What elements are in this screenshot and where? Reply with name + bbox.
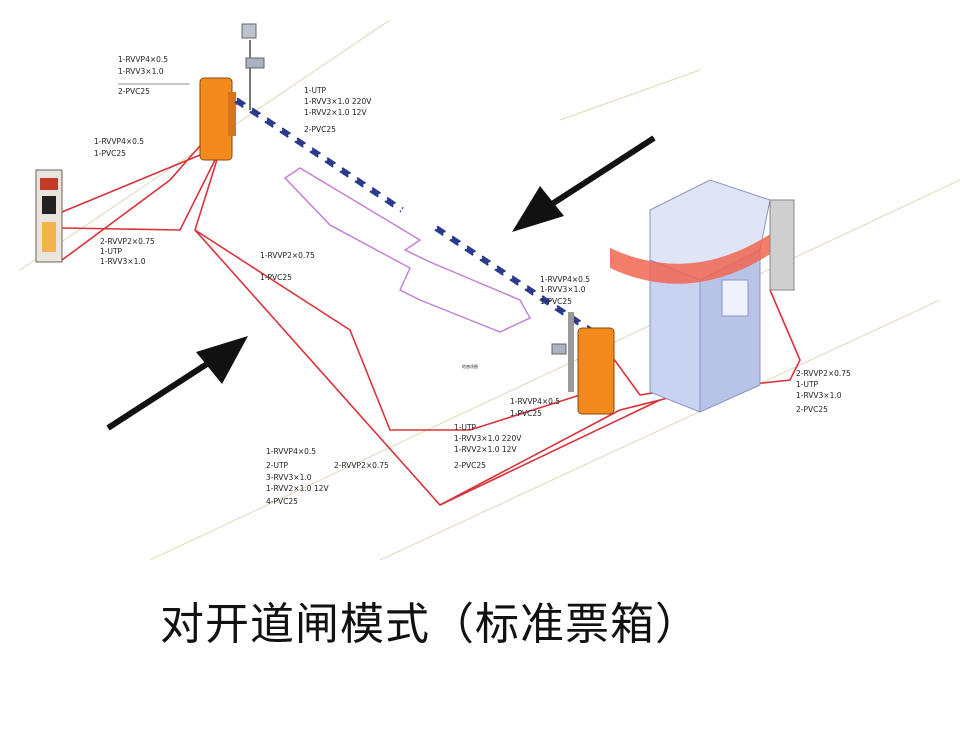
label-top-left-3: 2-PVC25 [118,87,150,96]
ticket-box-left [35,169,63,263]
label-lower-center2-2: 1-RVV3×1.0 220V [454,434,522,443]
label-bottom-right-1: 2-RVVP2×0.75 [334,461,389,470]
label-center-1: 1-RVVP2×0.75 [260,251,315,260]
label-right-3: 1-RVV3×1.0 [796,391,842,400]
diagram-caption: 对开道闸模式（标准票箱） [160,599,700,650]
barrier-gate-top [199,23,404,213]
label-right-2: 1-UTP [796,380,819,389]
barrier-gate-lower [434,225,615,415]
cable-labels: 1-RVVP4×0.5 1-RVV3×1.0 2-PVC25 1-RVVP4×0… [94,55,851,506]
label-mid-left-2: 1-PVC25 [94,149,126,158]
label-top-center-4: 2-PVC25 [304,125,336,134]
label-top-center-3: 1-RVV2×1.0 12V [304,108,367,117]
label-right-mid-3: 1-PVC25 [540,297,572,306]
label-right-mid-1: 1-RVVP4×0.5 [540,275,590,284]
guard-booth [610,179,795,413]
label-top-left-2: 1-RVV3×1.0 [118,67,164,76]
label-left-bottom-1: 2-RVVP2×0.75 [100,237,155,246]
label-top-center-1: 1-UTP [304,86,327,95]
label-top-center-2: 1-RVV3×1.0 220V [304,97,372,106]
direction-arrows [106,135,656,431]
arrow-entry-icon [106,359,212,431]
vehicle-detector-loop [283,167,531,333]
label-lower-center2-1: 1-UTP [454,423,477,432]
label-lower-center2-3: 1-RVV2×1.0 12V [454,445,517,454]
label-mid-left-1: 1-RVVP4×0.5 [94,137,144,146]
label-bottom-1: 1-RVVP4×0.5 [266,447,316,456]
label-bottom-2: 2-UTP [266,461,289,470]
label-center-2: 1-PVC25 [260,273,292,282]
label-top-left-1: 1-RVVP4×0.5 [118,55,168,64]
label-right-mid-2: 1-RVV3×1.0 [540,285,586,294]
label-camera-note: 地感线圈 [462,363,478,369]
label-left-bottom-2: 1-UTP [100,247,123,256]
label-right-1: 2-RVVP2×0.75 [796,369,851,378]
label-lower-center-2: 1-PVC25 [510,409,542,418]
label-lower-center-1: 1-RVVP4×0.5 [510,397,560,406]
label-right-4: 2-PVC25 [796,405,828,414]
label-bottom-4: 1-RVV2×1.0 12V [266,484,329,493]
label-bottom-5: 4-PVC25 [266,497,298,506]
label-bottom-3: 3-RVV3×1.0 [266,473,312,482]
arrow-exit-icon [550,135,656,207]
label-lower-center2-4: 2-PVC25 [454,461,486,470]
label-left-bottom-3: 1-RVV3×1.0 [100,257,146,266]
